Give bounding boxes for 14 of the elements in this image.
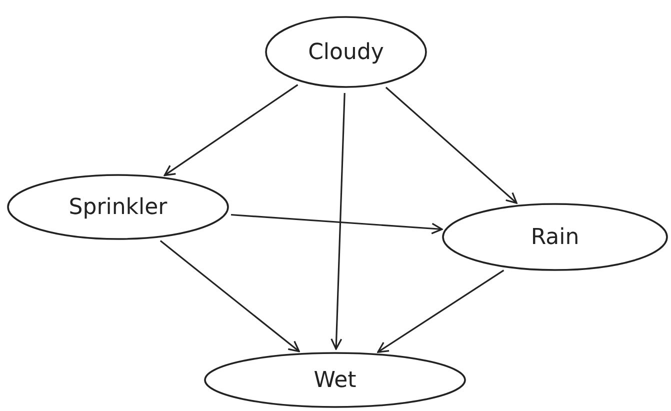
node-label: Wet bbox=[314, 368, 356, 392]
ellipse-node bbox=[7, 174, 229, 240]
arrow bbox=[377, 270, 504, 353]
arrow bbox=[160, 240, 300, 352]
ellipse-node bbox=[442, 203, 668, 271]
arrow bbox=[330, 92, 346, 350]
node-label: Cloudy bbox=[308, 40, 384, 64]
node-label: Sprinkler bbox=[68, 194, 168, 220]
arrow bbox=[385, 86, 518, 204]
ellipse-node bbox=[265, 16, 427, 88]
node-label: Rain bbox=[530, 224, 580, 250]
arrow bbox=[164, 84, 298, 176]
arrow bbox=[230, 214, 443, 234]
ellipse-node bbox=[204, 352, 466, 408]
